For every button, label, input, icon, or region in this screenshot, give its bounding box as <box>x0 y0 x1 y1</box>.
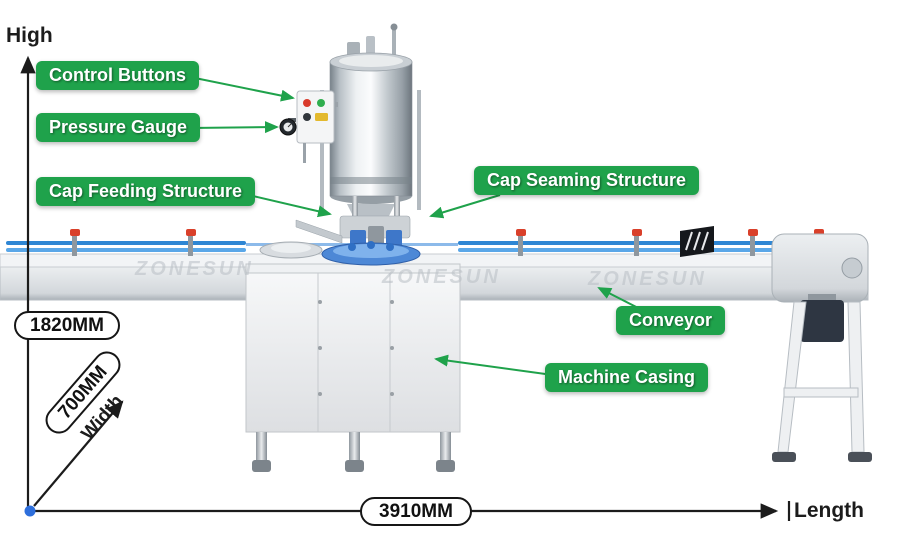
red-button <box>303 99 311 107</box>
callout-pressure-gauge: Pressure Gauge <box>36 113 201 142</box>
dimension-height: 1820MM <box>14 311 120 340</box>
control-panel <box>296 90 338 163</box>
callout-cap-seaming-structure: Cap Seaming Structure <box>474 166 700 195</box>
pressure-gauge-part <box>279 118 297 136</box>
dimension-length: 3910MM <box>360 497 472 526</box>
conveyor-stand <box>772 301 872 462</box>
callout-conveyor: Conveyor <box>616 306 726 335</box>
callout-machine-casing: Machine Casing <box>545 363 709 392</box>
machine-casing-body <box>245 263 461 472</box>
green-button <box>317 99 325 107</box>
brand-logo <box>680 226 714 257</box>
callout-cap-feeding-structure: Cap Feeding Structure <box>36 177 256 206</box>
axis-label-length: Length <box>794 499 864 522</box>
star-wheel <box>321 241 421 266</box>
origin-dot <box>24 505 36 517</box>
callout-lines <box>189 76 643 377</box>
watermark-text: ZONESUN <box>135 258 254 280</box>
watermark-text: ZONESUN <box>588 268 707 290</box>
callout-control-buttons: Control Buttons <box>36 61 199 90</box>
conveyor-end-drive <box>771 233 869 342</box>
axis-label-high: High <box>6 24 53 47</box>
watermark-text: ZONESUN <box>382 266 501 288</box>
cap-feeder <box>259 219 343 259</box>
capping-head <box>320 23 421 248</box>
black-knob <box>303 113 311 121</box>
